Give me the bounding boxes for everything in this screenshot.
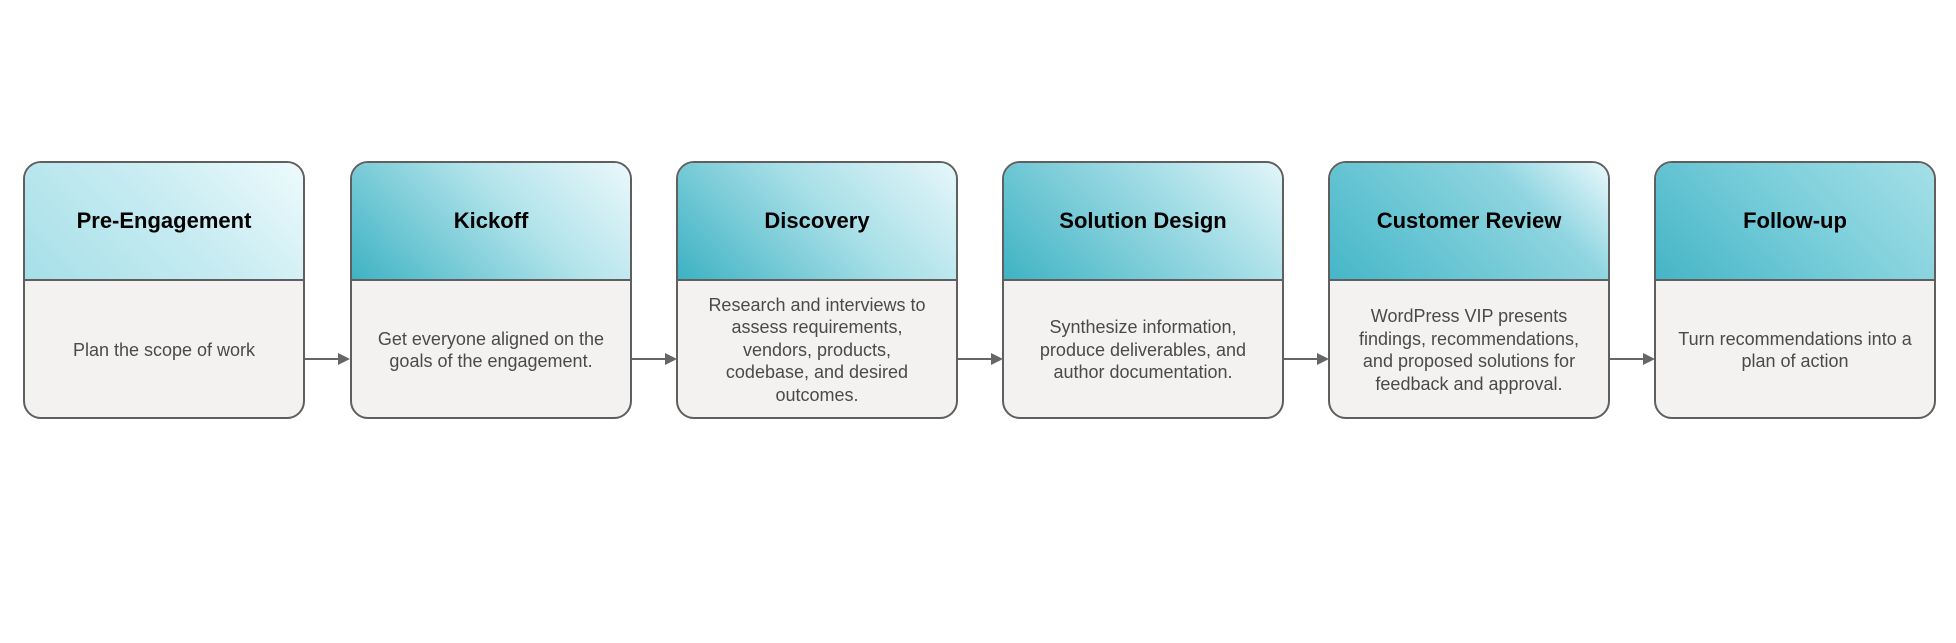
stage-header: Customer Review [1330,163,1608,281]
stage-body: WordPress VIP presents findings, recomme… [1330,281,1608,417]
stage-body: Research and interviews to assess requir… [678,281,956,417]
stage-description: Research and interviews to assess requir… [708,294,926,405]
stage-title: Customer Review [1376,208,1562,233]
stage-description: Synthesize information, produce delivera… [1039,317,1247,383]
stage-description: Get everyone aligned on the goals of the… [377,328,605,372]
arrow-connector [632,352,677,366]
stage-title: Kickoff [453,208,529,233]
stage-follow-up: Follow-up Turn recommendations into a pl… [1654,161,1936,419]
stage-header: Kickoff [352,163,630,281]
stage-pre-engagement: Pre-Engagement Plan the scope of work [23,161,305,419]
stage-body: Turn recommendations into a plan of acti… [1656,281,1934,417]
stage-description: Plan the scope of work [72,339,256,360]
stage-description: Turn recommendations into a plan of acti… [1678,328,1912,372]
stage-title: Discovery [764,208,870,233]
stage-header: Pre-Engagement [25,163,303,281]
stage-header: Follow-up [1656,163,1934,281]
stage-title: Follow-up [1743,208,1847,233]
stage-header: Solution Design [1004,163,1282,281]
stage-solution-design: Solution Design Synthesize information, … [1002,161,1284,419]
arrow-connector [958,352,1003,366]
stage-description: WordPress VIP presents findings, recomme… [1358,306,1580,394]
arrow-connector [305,352,350,366]
stage-title: Solution Design [1059,208,1227,233]
stage-body: Plan the scope of work [25,281,303,417]
stage-discovery: Discovery Research and interviews to ass… [676,161,958,419]
stage-header: Discovery [678,163,956,281]
stage-title: Pre-Engagement [76,208,252,233]
stage-body: Synthesize information, produce delivera… [1004,281,1282,417]
stage-customer-review: Customer Review WordPress VIP presents f… [1328,161,1610,419]
stage-body: Get everyone aligned on the goals of the… [352,281,630,417]
arrow-connector [1610,352,1655,366]
stage-kickoff: Kickoff Get everyone aligned on the goal… [350,161,632,419]
arrow-connector [1284,352,1329,366]
